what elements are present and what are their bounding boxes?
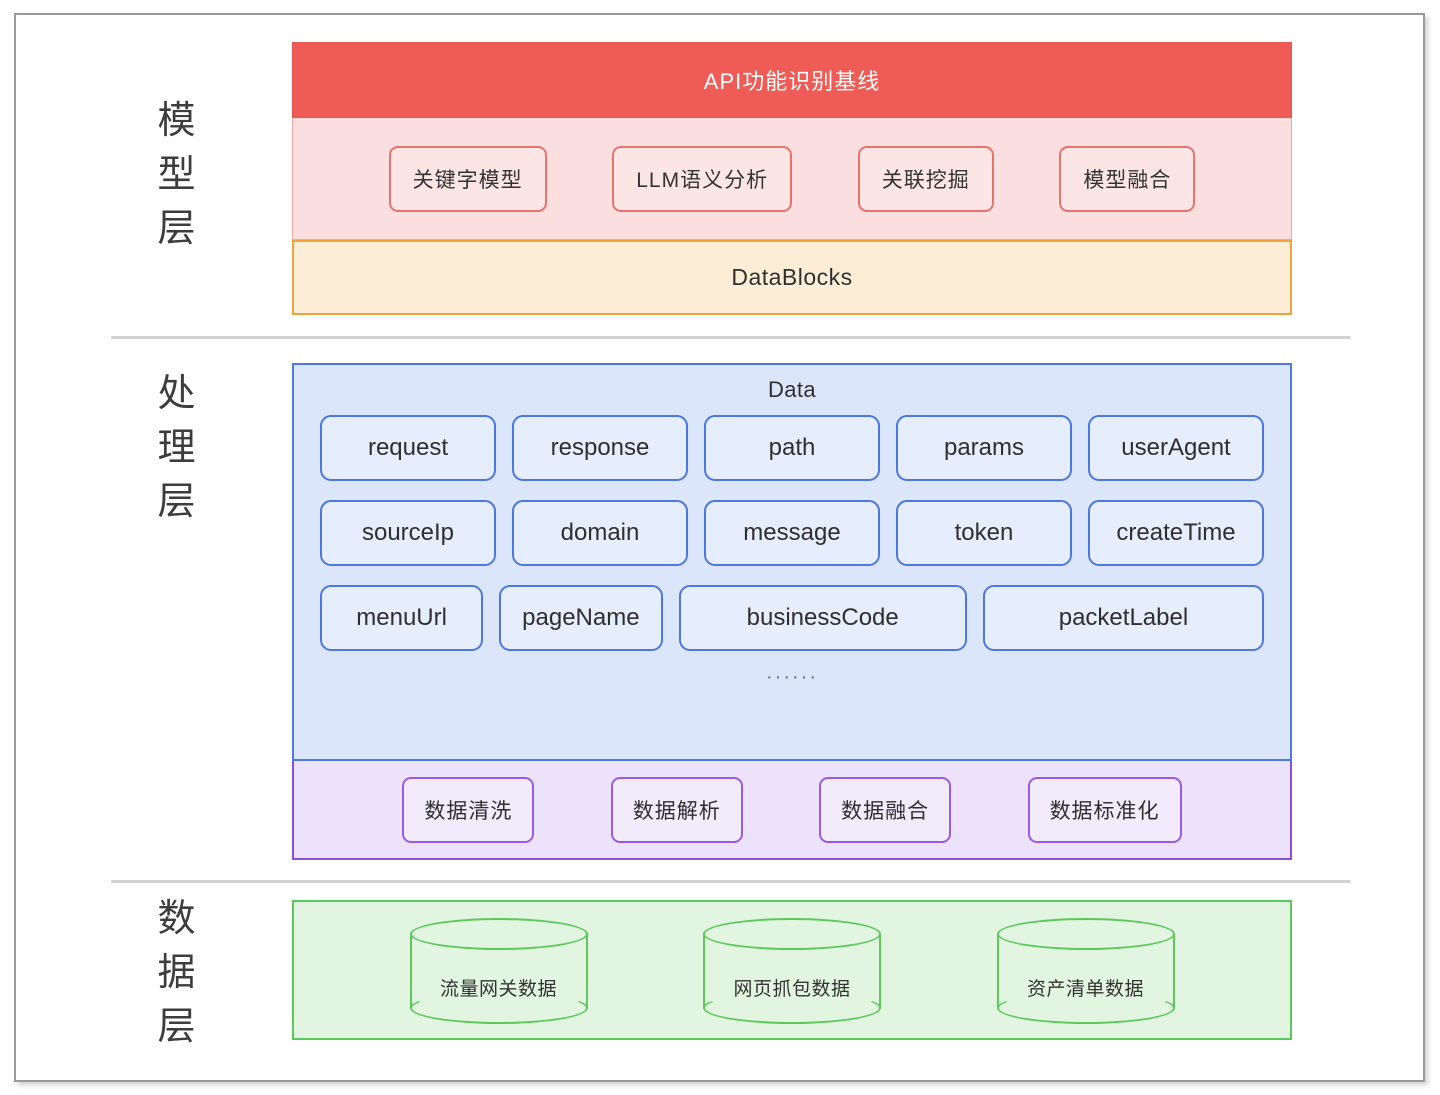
data-chip-createtime[interactable]: createTime [1088, 500, 1264, 566]
cylinder-bottom-icon [409, 992, 588, 1024]
data-chip-menuurl[interactable]: menuUrl [320, 585, 484, 651]
model-pill-keyword[interactable]: 关键字模型 [388, 145, 547, 212]
cylinder-body-icon [996, 934, 1175, 1008]
layer-label-processing-char-0: 处 [157, 373, 197, 415]
model-pill-association-mining[interactable]: 关联挖掘 [857, 145, 994, 212]
layer-label-model-char-0: 模 [157, 100, 197, 142]
data-chip-createtime-label: createTime [1116, 519, 1236, 546]
data-chip-domain-label: domain [560, 519, 640, 546]
model-pill-llm-semantic[interactable]: LLM语义分析 [612, 145, 793, 212]
data-chip-domain[interactable]: domain [512, 500, 688, 566]
ops-pill-data-parsing-label: 数据解析 [632, 799, 721, 823]
data-chip-message-label: message [743, 519, 841, 546]
layer-label-processing: 处 理 层 [144, 368, 210, 530]
data-chip-message[interactable]: message [704, 500, 880, 566]
data-chip-pagename[interactable]: pageName [499, 585, 663, 651]
cylinder-bottom-icon [996, 992, 1175, 1024]
model-pill-row: 关键字模型 LLM语义分析 关联挖掘 模型融合 [292, 118, 1292, 240]
model-banner-title: API功能识别基线 [703, 69, 881, 94]
layer-label-data-char-0: 数 [157, 898, 197, 940]
database-cylinder-webpage-capture[interactable]: 网页抓包数据 [703, 918, 881, 1024]
data-chip-pagename-label: pageName [522, 604, 640, 631]
layer-label-processing-char-1: 理 [157, 426, 197, 469]
layer-label-data-char-2: 层 [157, 1005, 197, 1048]
model-pill-association-mining-label: 关联挖掘 [881, 168, 970, 192]
data-layer-group: 流量网关数据 网页抓包数据 资产清单数据 [292, 900, 1292, 1040]
data-chip-request-label: request [367, 434, 449, 461]
layer-label-model: 模 型 层 [144, 95, 210, 257]
data-field-row-3: menuUrl pageName businessCode packetLabe… [320, 585, 1264, 651]
layer-label-processing-char-2: 层 [157, 480, 197, 523]
datablocks-band: DataBlocks [292, 240, 1292, 315]
database-cylinder-traffic-gateway[interactable]: 流量网关数据 [409, 918, 588, 1024]
data-chip-sourceip[interactable]: sourceIp [320, 500, 496, 566]
data-chip-sourceip-label: sourceIp [361, 519, 455, 546]
cylinder-top-icon [409, 918, 588, 950]
data-panel-title: Data [767, 377, 817, 402]
ops-pill-data-cleaning[interactable]: 数据清洗 [402, 776, 535, 843]
model-pill-model-fusion-label: 模型融合 [1083, 168, 1172, 192]
ops-pill-data-fusion-label: 数据融合 [841, 799, 930, 823]
ops-pill-data-standardization[interactable]: 数据标准化 [1027, 776, 1182, 843]
model-banner: API功能识别基线 [292, 42, 1292, 118]
ops-pill-data-fusion[interactable]: 数据融合 [819, 776, 952, 843]
model-pill-model-fusion[interactable]: 模型融合 [1059, 145, 1196, 212]
diagram-frame: 模 型 层 处 理 层 数 据 层 API功能识别基线 关键字模型 LLM语 [14, 13, 1425, 1082]
data-fields-ellipsis: ······ [766, 666, 818, 688]
data-chip-token-label: token [954, 519, 1014, 546]
data-chip-response-label: response [550, 434, 650, 461]
data-chip-request[interactable]: request [320, 415, 496, 481]
data-chip-packetlabel[interactable]: packetLabel [982, 585, 1264, 651]
data-chip-token[interactable]: token [896, 500, 1072, 566]
data-chip-params-label: params [943, 434, 1025, 461]
data-chip-businesscode[interactable]: businessCode [678, 585, 967, 651]
database-cylinder-asset-inventory-label: 资产清单数据 [1026, 979, 1144, 1000]
data-field-row-1: request response path params userAgent [320, 415, 1264, 481]
processing-layer-group: Data request response path params [292, 363, 1292, 860]
cylinder-top-icon [996, 918, 1175, 950]
data-chip-packetlabel-label: packetLabel [1058, 604, 1189, 631]
cylinder-top-icon [703, 918, 881, 950]
cylinder-body-icon [409, 934, 588, 1008]
database-cylinder-asset-inventory[interactable]: 资产清单数据 [996, 918, 1175, 1024]
layer-label-model-char-1: 型 [157, 153, 197, 196]
data-chip-menuurl-label: menuUrl [356, 604, 447, 631]
cylinder-body-icon [703, 934, 881, 1008]
ops-pill-data-cleaning-label: 数据清洗 [424, 799, 513, 823]
data-chip-useragent-label: userAgent [1121, 434, 1231, 461]
separator-model-processing [111, 336, 1351, 339]
datablocks-label: DataBlocks [731, 264, 853, 290]
database-cylinder-webpage-capture-label: 网页抓包数据 [733, 979, 851, 1000]
data-fields-panel: Data request response path params [292, 363, 1292, 761]
data-field-row-2: sourceIp domain message token createTime [320, 500, 1264, 566]
database-cylinder-traffic-gateway-label: 流量网关数据 [439, 979, 557, 1000]
data-chip-path-label: path [768, 434, 816, 461]
data-chip-params[interactable]: params [896, 415, 1072, 481]
ops-pill-data-parsing[interactable]: 数据解析 [610, 776, 743, 843]
layer-label-data-char-1: 据 [157, 951, 197, 994]
ops-pill-data-standardization-label: 数据标准化 [1049, 799, 1160, 823]
layer-label-data: 数 据 层 [144, 893, 210, 1055]
cylinder-bottom-icon [703, 992, 881, 1024]
model-pill-llm-semantic-label: LLM语义分析 [636, 168, 769, 192]
data-chip-businesscode-label: businessCode [746, 604, 899, 631]
data-chip-path[interactable]: path [704, 415, 880, 481]
model-layer-group: API功能识别基线 关键字模型 LLM语义分析 关联挖掘 模型融合 DataBl… [292, 42, 1292, 315]
data-chip-useragent[interactable]: userAgent [1088, 415, 1264, 481]
data-chip-response[interactable]: response [512, 415, 688, 481]
separator-processing-data [111, 880, 1351, 883]
data-operations-panel: 数据清洗 数据解析 数据融合 数据标准化 [292, 761, 1292, 860]
layer-label-model-char-2: 层 [157, 207, 197, 250]
model-pill-keyword-label: 关键字模型 [412, 168, 523, 192]
